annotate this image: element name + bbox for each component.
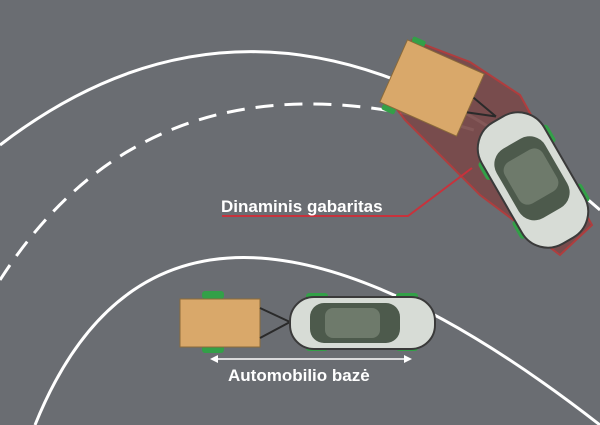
straight-trailer (179, 291, 291, 353)
trailer-drawbar (259, 321, 291, 339)
wheelbase-arrow (210, 355, 412, 363)
trailer-wheel (381, 104, 396, 115)
turning-car (476, 111, 590, 249)
car-roof (503, 148, 559, 205)
trailer-box (179, 298, 261, 348)
inner-lane-line (33, 256, 600, 425)
wheelbase-label: Automobilio bazė (228, 366, 370, 385)
dynamic-envelope-label: Dinaminis gabaritas (221, 197, 383, 216)
trailer-box (379, 39, 485, 137)
envelope-leader-line (222, 167, 473, 217)
trailer-wheel (411, 36, 426, 47)
turning-trailer (379, 36, 497, 137)
trailer-wheel (202, 291, 224, 299)
car-roof (325, 308, 380, 338)
trailer-drawbar (466, 111, 497, 118)
trailer-drawbar (259, 307, 291, 323)
trailer-drawbar (472, 97, 497, 118)
straight-car (289, 293, 436, 351)
